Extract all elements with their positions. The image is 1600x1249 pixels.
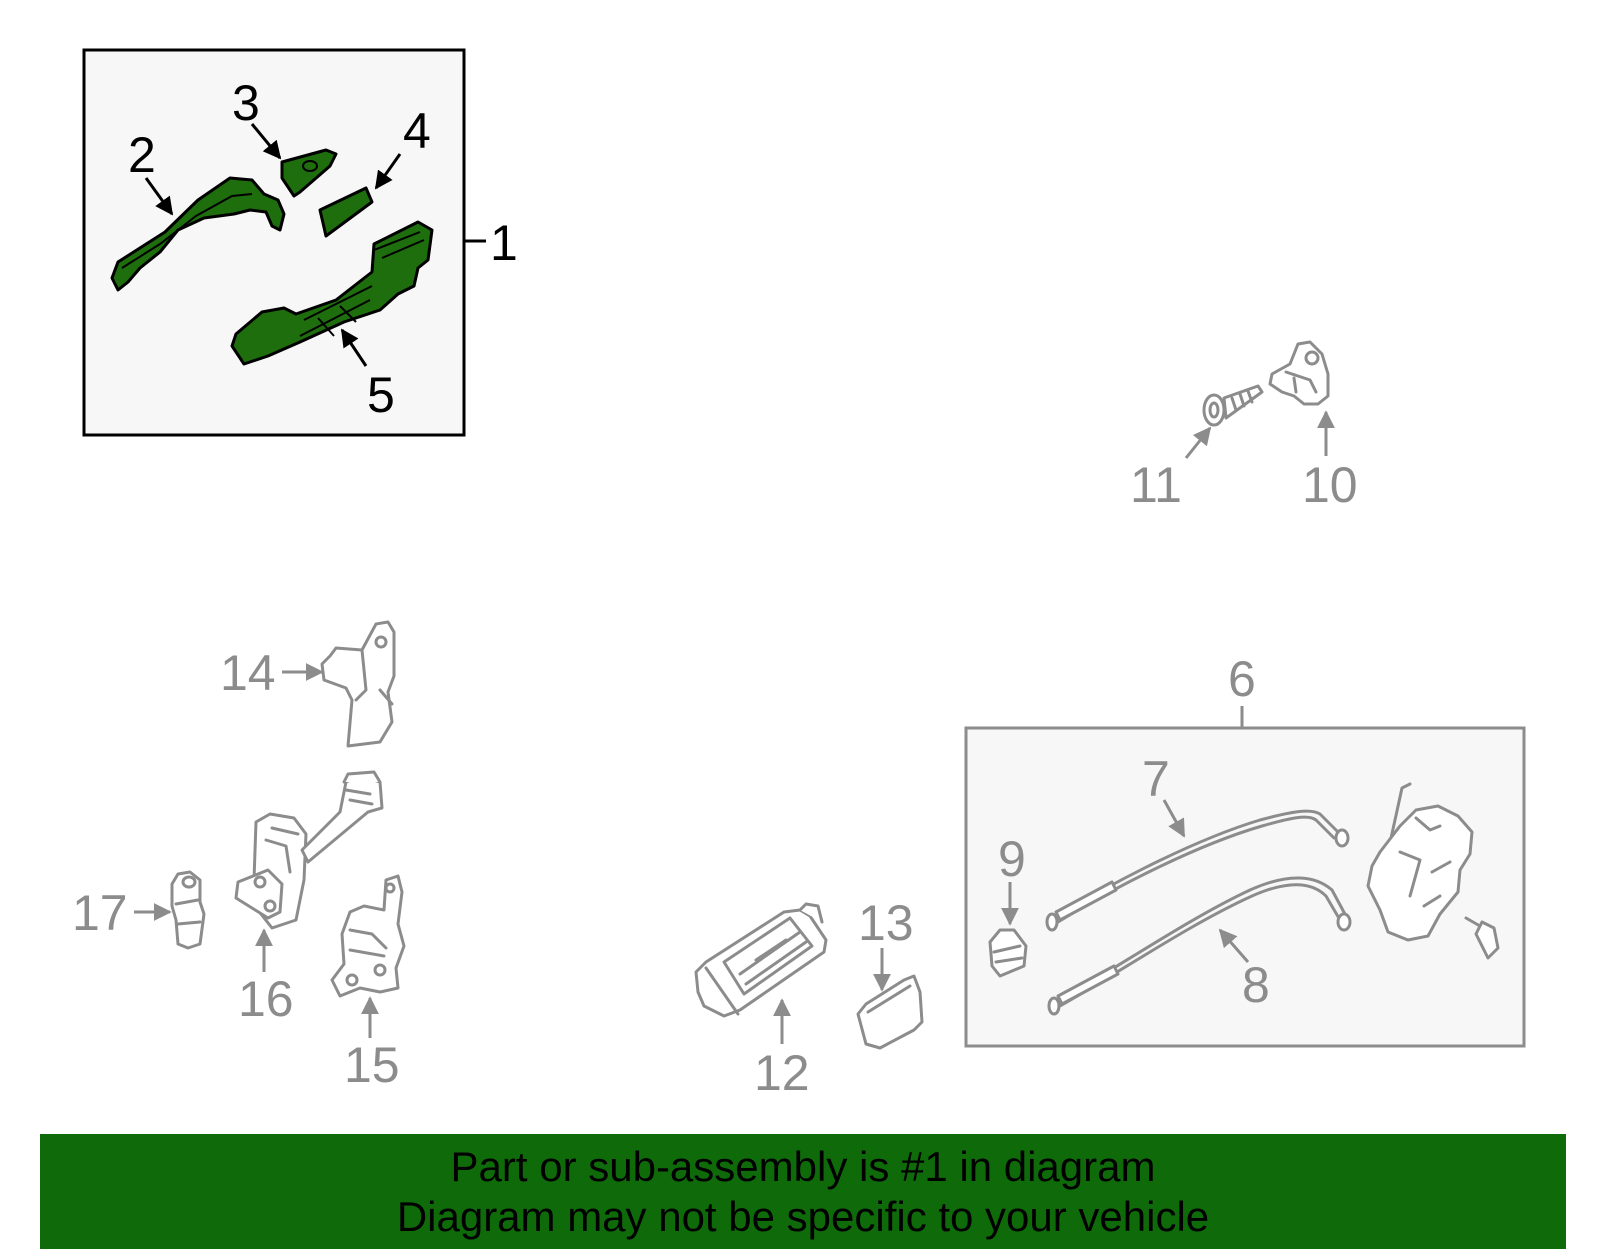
- callout-7: 7: [1142, 751, 1170, 807]
- inside-handle-part-12: [694, 902, 828, 1018]
- callout-6: 6: [1228, 651, 1256, 707]
- leader-2: [144, 177, 174, 216]
- door-latch-actuator: [1366, 782, 1500, 960]
- banner-line-2: Diagram may not be specific to your vehi…: [396, 1193, 1210, 1240]
- leader-3: [250, 123, 282, 160]
- leader-4: [374, 153, 402, 190]
- cable-part-8: [1047, 876, 1352, 1016]
- callout-9: 9: [998, 831, 1026, 887]
- callout-14: 14: [220, 645, 276, 701]
- clip-part-9: [988, 928, 1028, 978]
- cylinder-cap-part-3: [280, 148, 338, 198]
- callout-15: 15: [344, 1037, 400, 1093]
- callout-1: 1: [490, 215, 518, 271]
- striker-part-10: [1268, 340, 1330, 406]
- leader-8: [1218, 928, 1250, 963]
- callout-5: 5: [367, 367, 395, 423]
- callout-11: 11: [1130, 457, 1182, 513]
- handle-base-part-5: [230, 220, 434, 366]
- callout-4: 4: [403, 103, 431, 159]
- bezel-part-13: [856, 974, 924, 1050]
- outside-handle-part-2: [110, 176, 286, 292]
- callout-3: 3: [232, 75, 260, 131]
- callout-17: 17: [72, 885, 128, 941]
- cable-part-7: [1045, 809, 1350, 932]
- clip-part-17: [170, 870, 206, 950]
- leader-5: [340, 328, 368, 367]
- callout-10: 10: [1302, 457, 1358, 513]
- info-banner: Part or sub-assembly is #1 in diagram Di…: [40, 1134, 1566, 1249]
- screw-part-11: [1202, 384, 1264, 427]
- callout-8: 8: [1242, 957, 1270, 1013]
- callout-12: 12: [754, 1045, 810, 1101]
- callout-13: 13: [858, 895, 914, 951]
- door-check-part-16: [234, 770, 384, 930]
- banner-line-1: Part or sub-assembly is #1 in diagram: [450, 1143, 1156, 1190]
- callout-16: 16: [238, 971, 294, 1027]
- leader-11: [1184, 426, 1212, 459]
- cover-part-4: [318, 186, 374, 238]
- hinge-part-15: [330, 874, 406, 998]
- callout-2: 2: [128, 127, 156, 183]
- bracket-part-14: [320, 620, 396, 748]
- leader-7: [1162, 799, 1186, 838]
